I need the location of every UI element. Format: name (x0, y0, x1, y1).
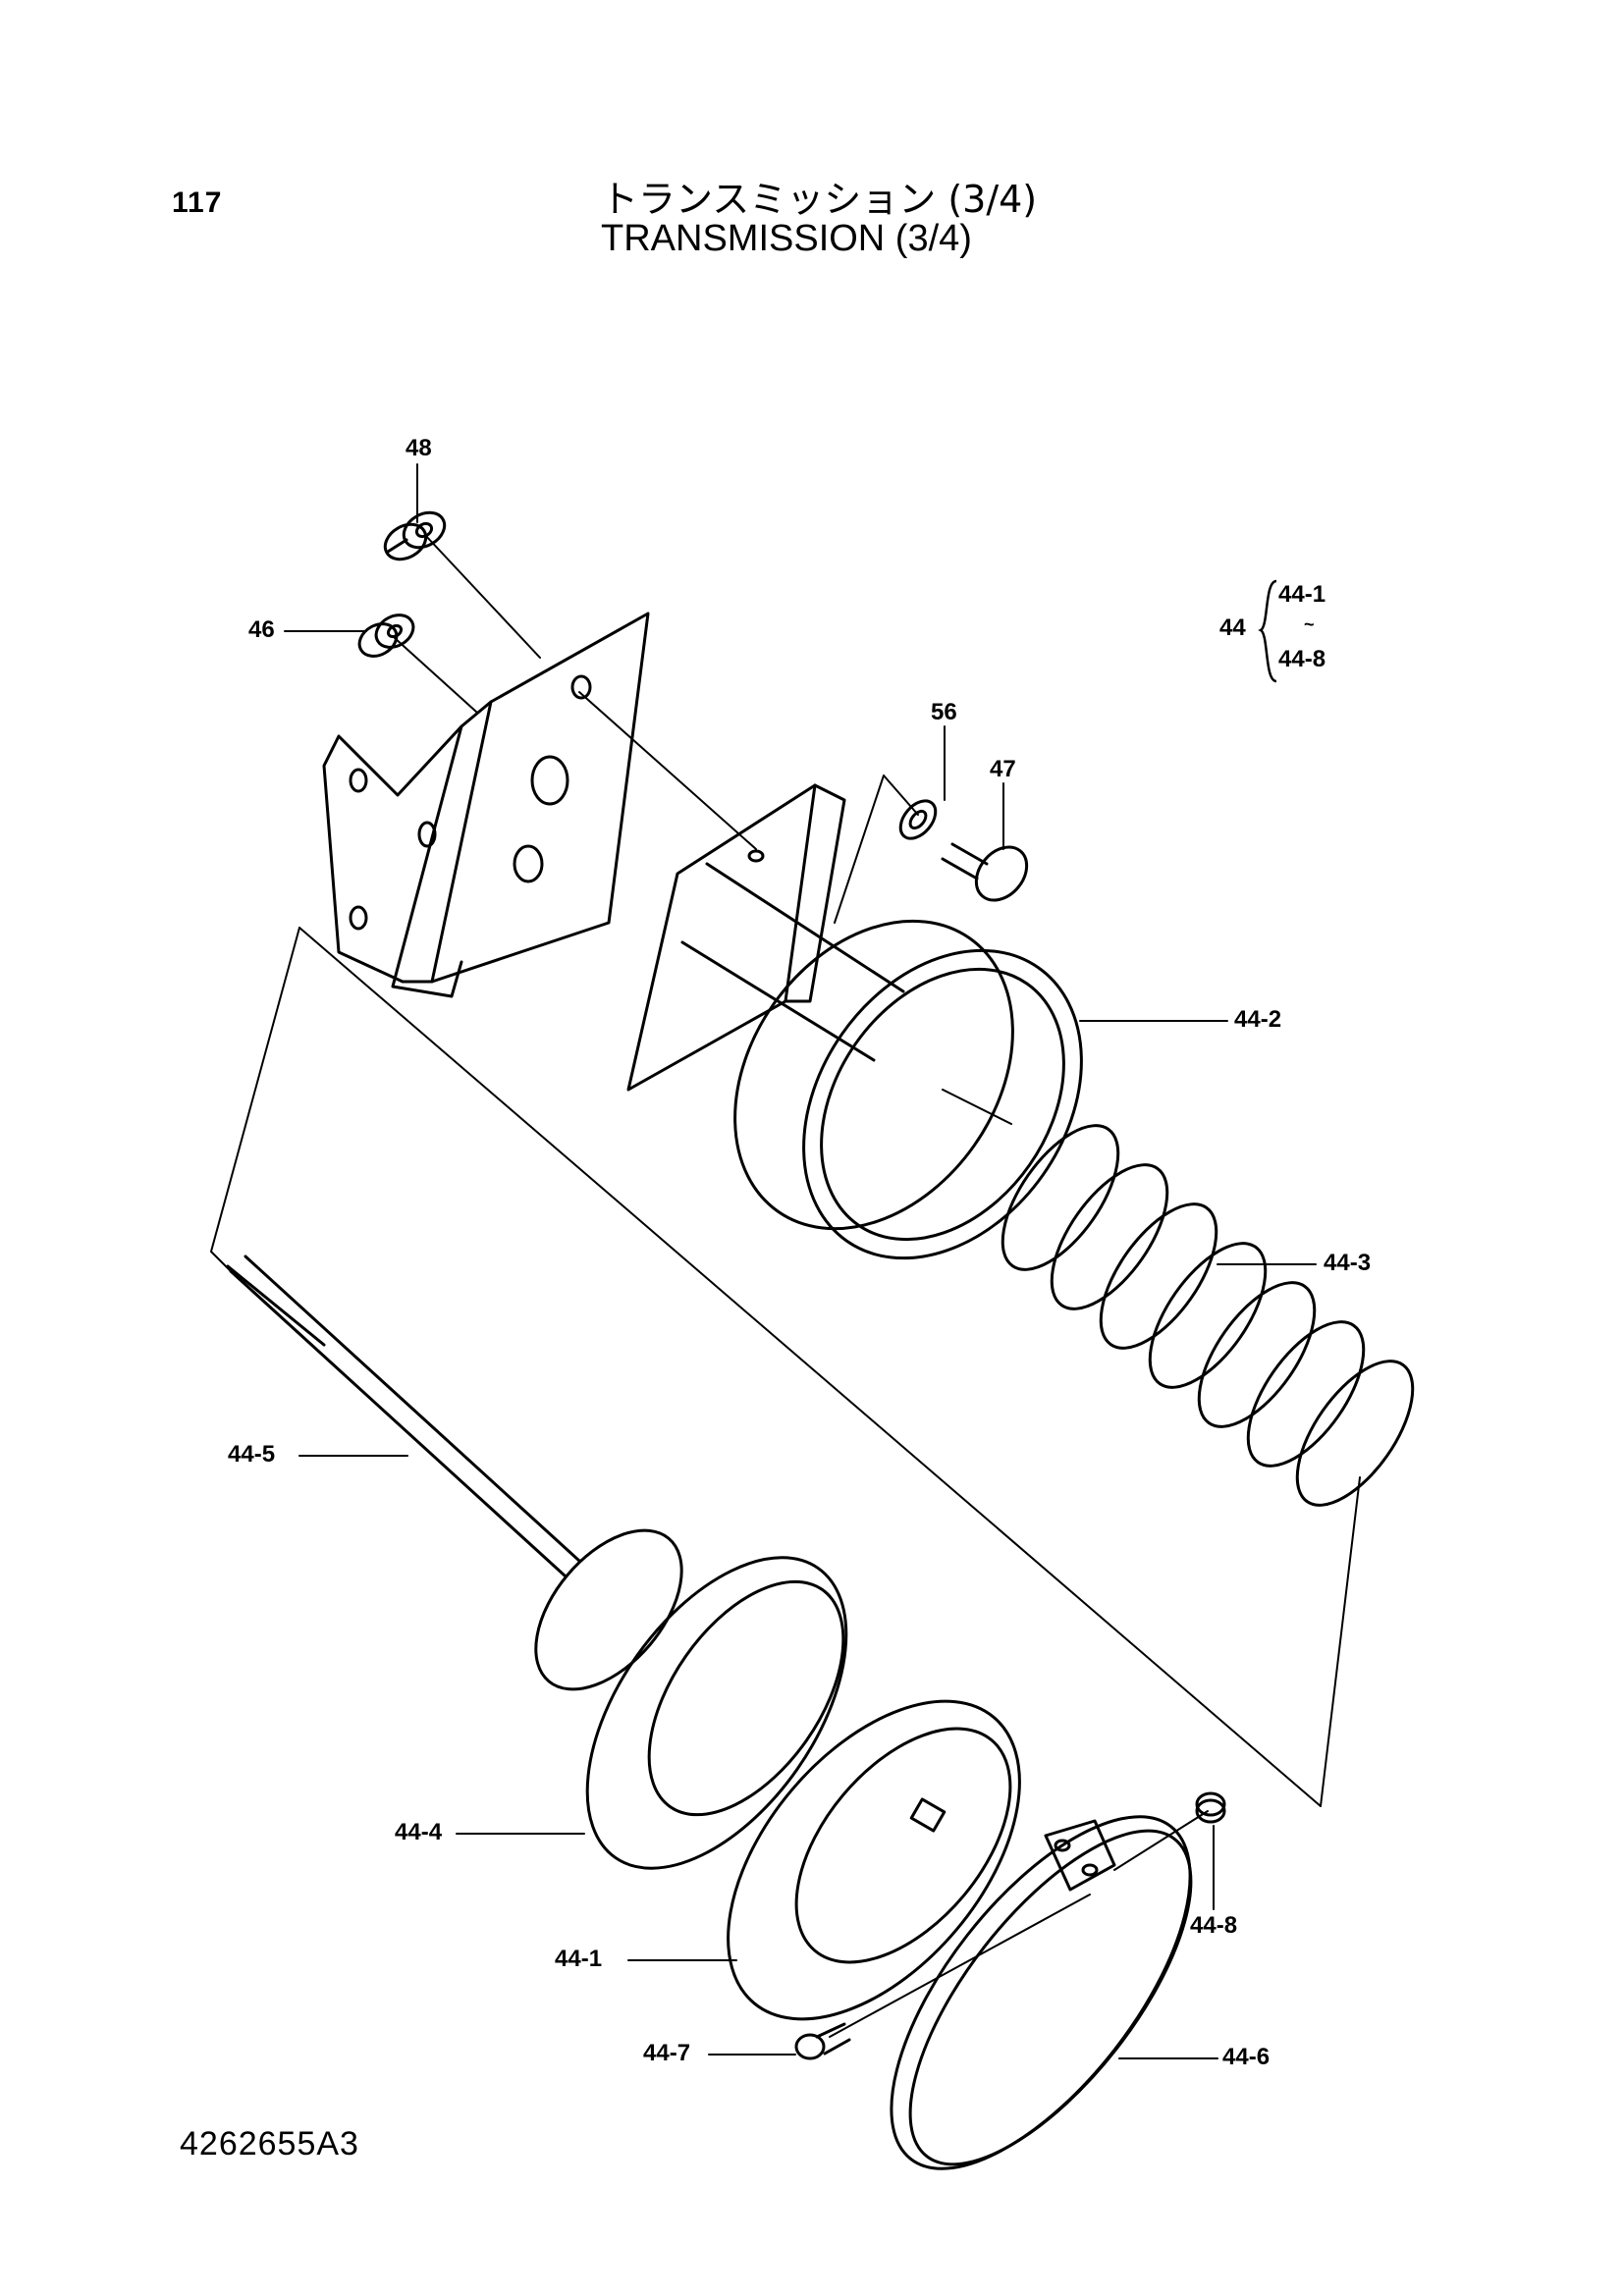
part-44-6-clamp-band (890, 1815, 1193, 2170)
callout-56: 56 (931, 699, 957, 725)
title-english: TRANSMISSION (3/4) (601, 218, 972, 259)
assembly-range-separator: ~ (1304, 614, 1315, 634)
callout-47: 47 (990, 756, 1016, 782)
callout-44-3: 44-3 (1324, 1250, 1372, 1276)
callout-44-1: 44-1 (555, 1946, 603, 1972)
housing-flange (626, 783, 905, 1092)
title-japanese: トランスミッション (3/4) (601, 178, 1038, 221)
assembly-range-end: 44-8 (1278, 646, 1326, 672)
part-46-nut (357, 614, 415, 658)
assembly-parent-number: 44 (1219, 614, 1246, 641)
part-47-bolt (941, 842, 1029, 902)
drawing-number: 4262655A3 (180, 2125, 359, 2163)
callout-44-4: 44-4 (395, 1819, 443, 1845)
assembly-guide-lines (210, 534, 1361, 2038)
leader-lines (284, 463, 1317, 2059)
page-number: 117 (172, 187, 223, 219)
brace-icon (1258, 579, 1277, 683)
part-44-3-spring (1001, 1124, 1415, 1507)
callout-44-5: 44-5 (228, 1441, 276, 1468)
part-44-4-housing (585, 1556, 848, 1870)
part-48-nut (383, 510, 447, 561)
assembly-range-start: 44-1 (1278, 581, 1326, 608)
part-44-2-sleeve (733, 919, 1083, 1260)
callout-44-6: 44-6 (1222, 2044, 1271, 2070)
assembly-range-note: 44 44-1 ~ 44-8 (1217, 577, 1384, 685)
part-44-5-rod (226, 1255, 683, 1691)
part-44-1-cover (727, 1699, 1021, 2021)
mounting-bracket (322, 612, 650, 998)
callout-44-2: 44-2 (1234, 1006, 1282, 1033)
part-44-8-nut (1195, 1791, 1226, 1824)
callout-48: 48 (406, 435, 432, 461)
part-44-7-bolt (794, 2022, 851, 2060)
callout-46: 46 (248, 616, 275, 643)
callout-44-8: 44-8 (1190, 1912, 1238, 1939)
callout-44-7: 44-7 (643, 2040, 691, 2066)
part-56-washer (898, 799, 938, 840)
